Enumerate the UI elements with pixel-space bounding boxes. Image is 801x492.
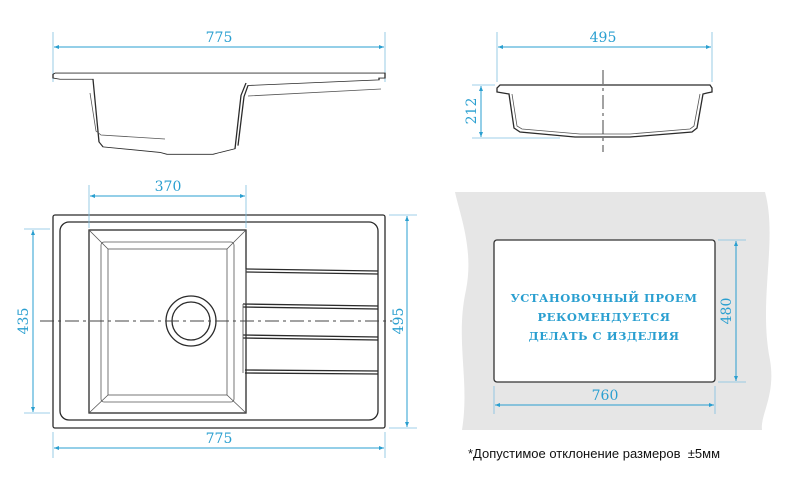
side-profile	[52, 72, 386, 155]
cutout-width-label: 760	[592, 388, 619, 404]
overall-width-label: 495	[391, 308, 407, 335]
cutout-height-label: 480	[719, 298, 735, 325]
end-profile-inner	[511, 93, 701, 135]
cutout-opening	[493, 239, 716, 383]
end-profile	[496, 84, 713, 138]
top-view: 370 435 495 775	[16, 179, 417, 458]
end-depth-label: 212	[464, 98, 480, 125]
side-view: 775	[52, 30, 386, 155]
cutout-panel: УСТАНОВОЧНЫЙ ПРОЕМ РЕКОМЕНДУЕТСЯ ДЕЛАТЬ …	[455, 192, 772, 430]
side-profile-inner	[89, 88, 382, 140]
side-width-label: 775	[206, 30, 233, 46]
cutout-note-line-2: РЕКОМЕНДУЕТСЯ	[538, 310, 671, 324]
tolerance-footnote: *Допустимое отклонение размеров ±5мм	[468, 446, 720, 461]
end-width-label: 495	[590, 30, 617, 46]
bowl-width-label: 370	[155, 179, 182, 195]
cutout-note-line-1: УСТАНОВОЧНЫЙ ПРОЕМ	[510, 290, 697, 305]
drainboard-ribs	[242, 268, 379, 375]
bowl-length-label: 435	[16, 308, 32, 335]
overall-length-label: 775	[206, 431, 233, 447]
cutout-note-line-3: ДЕЛАТЬ С ИЗДЕЛИЯ	[528, 329, 679, 343]
end-view: 495 212	[464, 30, 713, 152]
